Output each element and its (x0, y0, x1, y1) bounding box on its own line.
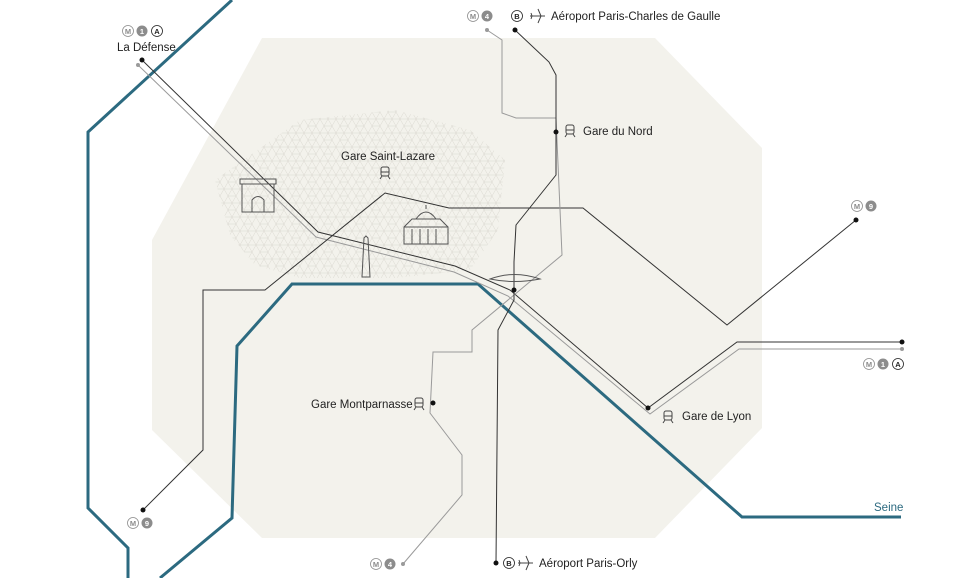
plane-icon (518, 555, 533, 571)
station-dot-chatelet[interactable] (511, 287, 517, 293)
station-label-la-defense: La Défense (117, 42, 176, 54)
seine-label: Seine (874, 502, 903, 514)
seine-river (86, 0, 234, 578)
station-dot-metro4-south[interactable] (401, 562, 405, 566)
opera-garnier-icon (403, 205, 449, 245)
station-dot-metro4-north[interactable] (485, 28, 489, 32)
line-1-badge-text: 1 (140, 27, 144, 36)
badge-group-metro9-east: M 9 (851, 200, 877, 212)
station-dot-metro1-east[interactable] (900, 347, 904, 351)
metro-badge (863, 358, 875, 370)
badge-group-la-defense: M 1 A (122, 25, 163, 37)
central-district-hatching (215, 110, 505, 278)
metro-1-line (137, 64, 902, 415)
station-label-gare-montparnasse: Gare Montparnasse (311, 399, 413, 411)
badge-group-metro4-north: M 4 (467, 10, 493, 22)
metro-badge (370, 558, 382, 570)
metro-9-line (142, 192, 857, 511)
metro-badge (467, 10, 479, 22)
metro-badge-text: M (470, 12, 476, 21)
badge-group-metro9-west: M 9 (127, 517, 153, 529)
station-dot-metro1-west[interactable] (136, 63, 140, 67)
badge-group-rer-b-north: B (511, 10, 523, 22)
line-9-badge (865, 200, 877, 212)
line-4-badge-text: 4 (388, 560, 393, 569)
metro-badge (851, 200, 863, 212)
badge-group-rer-b-south: B (503, 557, 515, 569)
seine-river-main (159, 282, 901, 578)
station-label-gare-de-lyon: Gare de Lyon (682, 411, 751, 423)
train-icon (413, 397, 425, 411)
badge-group-east: M 1 A (863, 358, 904, 370)
station-dot-orly[interactable] (493, 560, 499, 566)
arc-de-triomphe-icon (239, 178, 277, 213)
station-dot-metro9-west[interactable] (140, 507, 146, 513)
line-4-badge (481, 10, 493, 22)
rer-b-badge (511, 10, 523, 22)
rer-a-line (141, 59, 902, 409)
paris-area (152, 38, 762, 538)
station-dot-metro9-east[interactable] (853, 217, 859, 223)
metro-badge-text: M (854, 202, 860, 211)
line-9-badge-text: 9 (869, 202, 873, 211)
rer-b-badge-text: B (514, 12, 520, 21)
rer-a-badge (892, 358, 904, 370)
station-dot-gare-de-lyon[interactable] (645, 405, 651, 411)
train-icon (564, 124, 576, 138)
plane-icon (530, 8, 545, 24)
station-dot-cdg[interactable] (512, 27, 518, 33)
station-dot-gare-montparnasse[interactable] (430, 400, 436, 406)
rer-b-badge (503, 557, 515, 569)
metro-badge-text: M (373, 560, 379, 569)
line-1-badge (877, 358, 889, 370)
badge-group-metro4-south: M 4 (370, 558, 396, 570)
metro-badge (122, 25, 134, 37)
chatelet-canopy-icon (488, 274, 542, 282)
rer-a-badge-text: A (895, 360, 901, 369)
rer-b-line (495, 29, 557, 564)
station-dot-rer-a-east[interactable] (899, 339, 905, 345)
line-9-badge-text: 9 (145, 519, 149, 528)
line-4-badge (384, 558, 396, 570)
rer-a-badge-text: A (154, 27, 160, 36)
station-label-gare-du-nord: Gare du Nord (583, 126, 653, 138)
obelisk-icon (361, 235, 371, 278)
station-label-gare-saint-lazare: Gare Saint-Lazare (341, 151, 435, 163)
station-label-aeroport-orly: Aéroport Paris-Orly (539, 558, 638, 570)
metro-badge-text: M (125, 27, 131, 36)
line-4-badge-text: 4 (485, 12, 490, 21)
line-1-badge (136, 25, 148, 37)
station-label-aeroport-cdg: Aéroport Paris-Charles de Gaulle (551, 11, 720, 23)
station-dot-gare-du-nord[interactable] (553, 129, 559, 135)
station-dot-la-defense[interactable] (139, 57, 145, 63)
rer-b-badge-text: B (506, 559, 512, 568)
line-1-badge-text: 1 (881, 360, 885, 369)
train-icon (662, 410, 674, 424)
train-icon (379, 166, 391, 180)
metro-4-line (402, 29, 563, 565)
metro-badge-text: M (130, 519, 136, 528)
metro-badge (127, 517, 139, 529)
metro-badge-text: M (866, 360, 872, 369)
line-9-badge (141, 517, 153, 529)
rer-a-badge (151, 25, 163, 37)
